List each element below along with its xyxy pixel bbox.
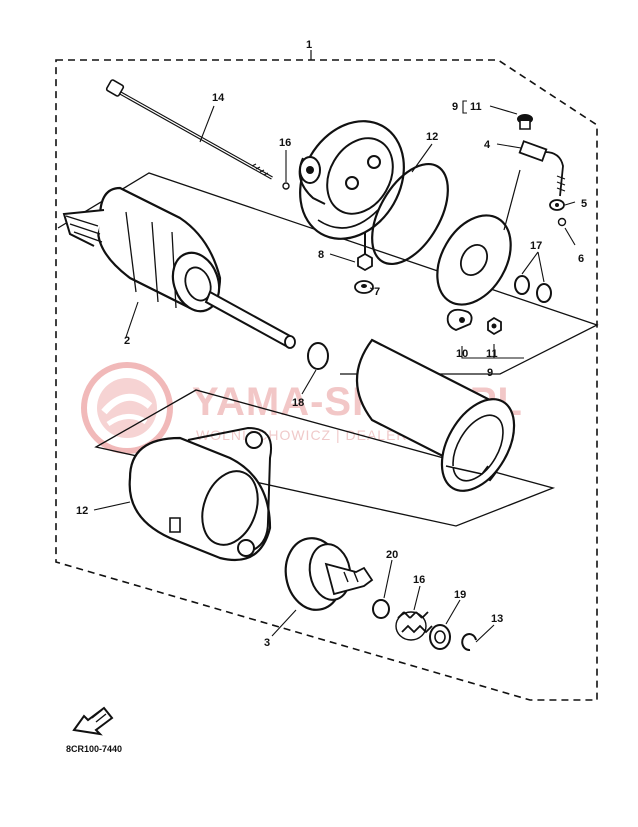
part-label-6: 6 — [578, 253, 584, 265]
pinion-clutch — [284, 537, 374, 611]
part-labels: 2 3 4 5 6 7 8 9 11 9 10 11 12 12 13 14 1… — [76, 92, 587, 649]
part-label-3: 3 — [264, 637, 270, 649]
part-label-12-upper: 12 — [426, 131, 438, 143]
washer-7 — [354, 280, 374, 294]
part-label-5: 5 — [581, 198, 587, 210]
leader-lines — [93, 105, 576, 643]
rear-cover — [298, 120, 405, 240]
plane-outline-lower — [94, 389, 556, 527]
washer-20 — [372, 599, 390, 619]
part-label-11-top: 11 — [470, 101, 482, 113]
washer-5 — [549, 199, 565, 211]
o-ring-6 — [557, 217, 567, 227]
spring-16 — [395, 611, 433, 641]
washer-17b — [536, 283, 552, 303]
part-label-17: 17 — [530, 240, 542, 252]
washer-17a — [514, 275, 530, 295]
nut-8 — [357, 232, 373, 272]
part-label-9-bottom: 9 — [487, 367, 493, 379]
part-label-2: 2 — [124, 335, 130, 347]
part-label-11-bottom: 11 — [486, 348, 498, 360]
part-label-14: 14 — [212, 92, 225, 104]
front-cover — [128, 426, 272, 562]
front-arrow-icon — [72, 706, 114, 736]
part-label-16-upper: 16 — [279, 137, 291, 149]
part-label-19: 19 — [454, 589, 466, 601]
part-label-4: 4 — [484, 139, 491, 151]
motor-yoke — [355, 338, 516, 492]
armature — [62, 186, 296, 349]
part-label-9-top: 9 — [452, 101, 458, 113]
nut-11-bottom — [487, 316, 502, 336]
collar-19 — [429, 624, 451, 650]
brush-lead-4 — [518, 140, 566, 197]
part-label-7: 7 — [374, 286, 380, 298]
part-label-13: 13 — [491, 613, 503, 625]
brush-plate — [436, 169, 521, 306]
o-ring-large-upper — [371, 162, 449, 266]
bracket-9-11 — [462, 100, 467, 114]
assembly-label: 1 — [306, 39, 312, 51]
washer-18 — [307, 342, 329, 370]
clip-13 — [461, 633, 477, 652]
part-label-20: 20 — [386, 549, 398, 561]
assembly-boundary — [55, 59, 598, 701]
drawing-code: 8CR100-7440 — [66, 744, 122, 754]
part-label-18: 18 — [292, 397, 304, 409]
part-label-8: 8 — [318, 249, 324, 261]
o-ring-small — [282, 182, 290, 190]
brush-holder-10 — [446, 308, 473, 331]
screw-11-top — [517, 114, 533, 130]
part-label-16-lower: 16 — [413, 574, 425, 586]
through-bolt — [105, 79, 273, 180]
part-label-12-lower: 12 — [76, 505, 88, 517]
part-label-10: 10 — [456, 348, 468, 360]
